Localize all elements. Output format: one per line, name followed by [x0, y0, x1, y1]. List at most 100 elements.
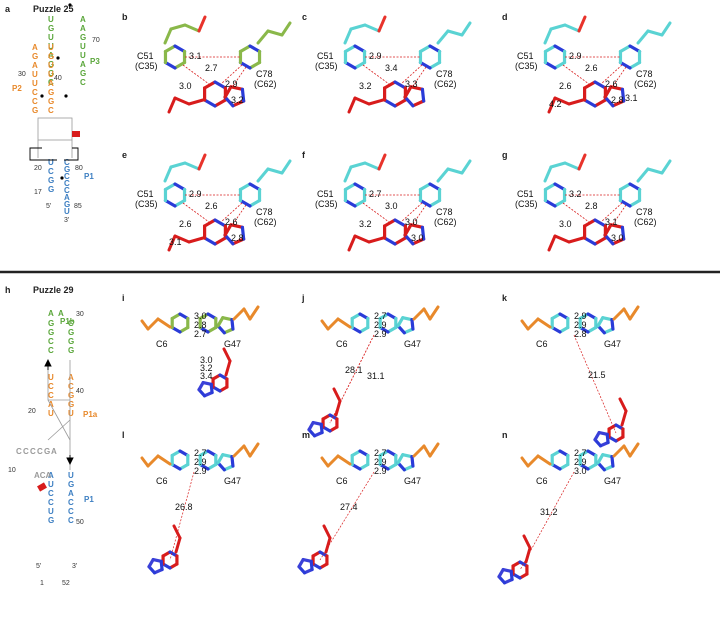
backbone-stick: [567, 98, 585, 106]
backbone-stick: [522, 534, 532, 550]
backbone-stick: [660, 21, 672, 37]
puzzle25-title: Puzzle 25: [33, 4, 74, 14]
bond-stick: [428, 60, 442, 70]
hydrogen-bond: [412, 204, 427, 225]
bond-stick: [203, 218, 217, 228]
distance-label: 2.7: [374, 448, 387, 458]
distance-label: 3.1: [189, 51, 202, 61]
panel-label: l: [122, 430, 125, 440]
panel-label: n: [502, 430, 508, 440]
bond-stick: [159, 559, 164, 572]
distance-label: 2.9: [194, 466, 207, 476]
nucleotide-letter: G: [48, 97, 54, 106]
p29-helix-label-p1a: P1a: [83, 410, 98, 419]
nucleotide-letter: U: [48, 480, 54, 489]
bond-stick: [610, 455, 615, 468]
residue-label: C6: [156, 339, 168, 349]
backbone-stick: [266, 29, 284, 37]
nucleotide-letter: G: [68, 328, 74, 337]
backbone-stick: [660, 159, 672, 175]
residue-label: C78: [636, 69, 653, 79]
bond-stick: [213, 98, 227, 108]
bond-stick: [163, 60, 177, 70]
backbone-stick: [320, 456, 330, 468]
residue-label: G47: [604, 476, 621, 486]
backbone-stick: [187, 98, 205, 106]
nucleotide-letter: G: [68, 337, 74, 346]
hydrogen-bond: [220, 202, 243, 223]
distance-label: 3.0: [411, 233, 424, 243]
bond-stick: [229, 223, 245, 229]
bond-stick: [628, 182, 642, 192]
panel-label: g: [502, 150, 508, 160]
backbone-stick: [460, 21, 472, 37]
nucleotide-letter: A: [48, 471, 54, 480]
backbone-stick: [242, 307, 252, 321]
bond-stick: [163, 44, 177, 54]
panel-label: i: [122, 293, 125, 303]
nucleotide-letter: A: [64, 193, 70, 202]
nucleotide-letter: C: [68, 382, 74, 391]
bond-stick: [393, 218, 407, 228]
residue-label: C6: [156, 476, 168, 486]
backbone-stick: [547, 96, 557, 114]
nucleotide-letter: G: [68, 346, 74, 355]
bond-stick: [223, 223, 233, 237]
bond-stick: [213, 80, 227, 90]
bond-stick: [628, 198, 642, 208]
backbone-stick: [343, 27, 353, 45]
nucleotide-letter: C: [64, 179, 70, 188]
hydrogen-bond: [220, 64, 243, 85]
nucleotide-letter: U: [68, 409, 74, 418]
backbone-stick: [543, 27, 553, 45]
bond-stick: [223, 95, 235, 108]
distance-label: 31.1: [367, 371, 385, 381]
nucleotide-letter: C: [48, 346, 54, 355]
bond-stick: [393, 236, 407, 246]
bond-stick: [620, 87, 626, 103]
backbone-stick: [326, 317, 340, 331]
nucleotide-letter: U: [48, 409, 54, 418]
backbone-stick: [146, 454, 160, 468]
nucleotide-letter: C: [68, 516, 74, 525]
p25-number: 70: [92, 37, 100, 44]
backbone-stick: [353, 234, 371, 244]
p25-junction-arrows: [29, 147, 79, 161]
backbone-stick: [620, 409, 628, 427]
backbone-stick: [349, 161, 367, 169]
nucleotide-letter: C: [68, 507, 74, 516]
nucleotide-letter: U: [48, 42, 54, 51]
bond-stick: [618, 60, 632, 70]
long-range-distance-line: [519, 471, 575, 571]
nucleotide-letter: G: [48, 60, 54, 69]
backbone-stick: [353, 96, 371, 106]
bond-stick: [409, 223, 425, 229]
p29-loop-base: A: [48, 309, 54, 318]
nucleotide-letter: G: [48, 516, 54, 525]
nucleotide-letter: A: [80, 15, 86, 24]
nucleotide-letter: C: [48, 337, 54, 346]
residue-label: G47: [224, 476, 241, 486]
distance-label: 2.9: [374, 457, 387, 467]
panel-label: f: [302, 150, 306, 160]
bond-stick: [203, 98, 217, 108]
bond-stick: [420, 87, 426, 103]
hydrogen-bond: [612, 204, 627, 225]
bond-stick: [611, 99, 626, 108]
p29-aca-label: ACA: [34, 471, 52, 480]
bond-stick: [163, 182, 177, 192]
bond-stick: [603, 95, 615, 108]
p25-helix-label-p3: P3: [90, 57, 100, 66]
bond-stick: [238, 60, 252, 70]
backbone-stick: [173, 96, 191, 106]
backbone-stick: [526, 454, 540, 468]
backbone-stick: [224, 359, 232, 377]
backbone-stick: [622, 444, 632, 458]
p25-pair-dot: [68, 3, 72, 7]
